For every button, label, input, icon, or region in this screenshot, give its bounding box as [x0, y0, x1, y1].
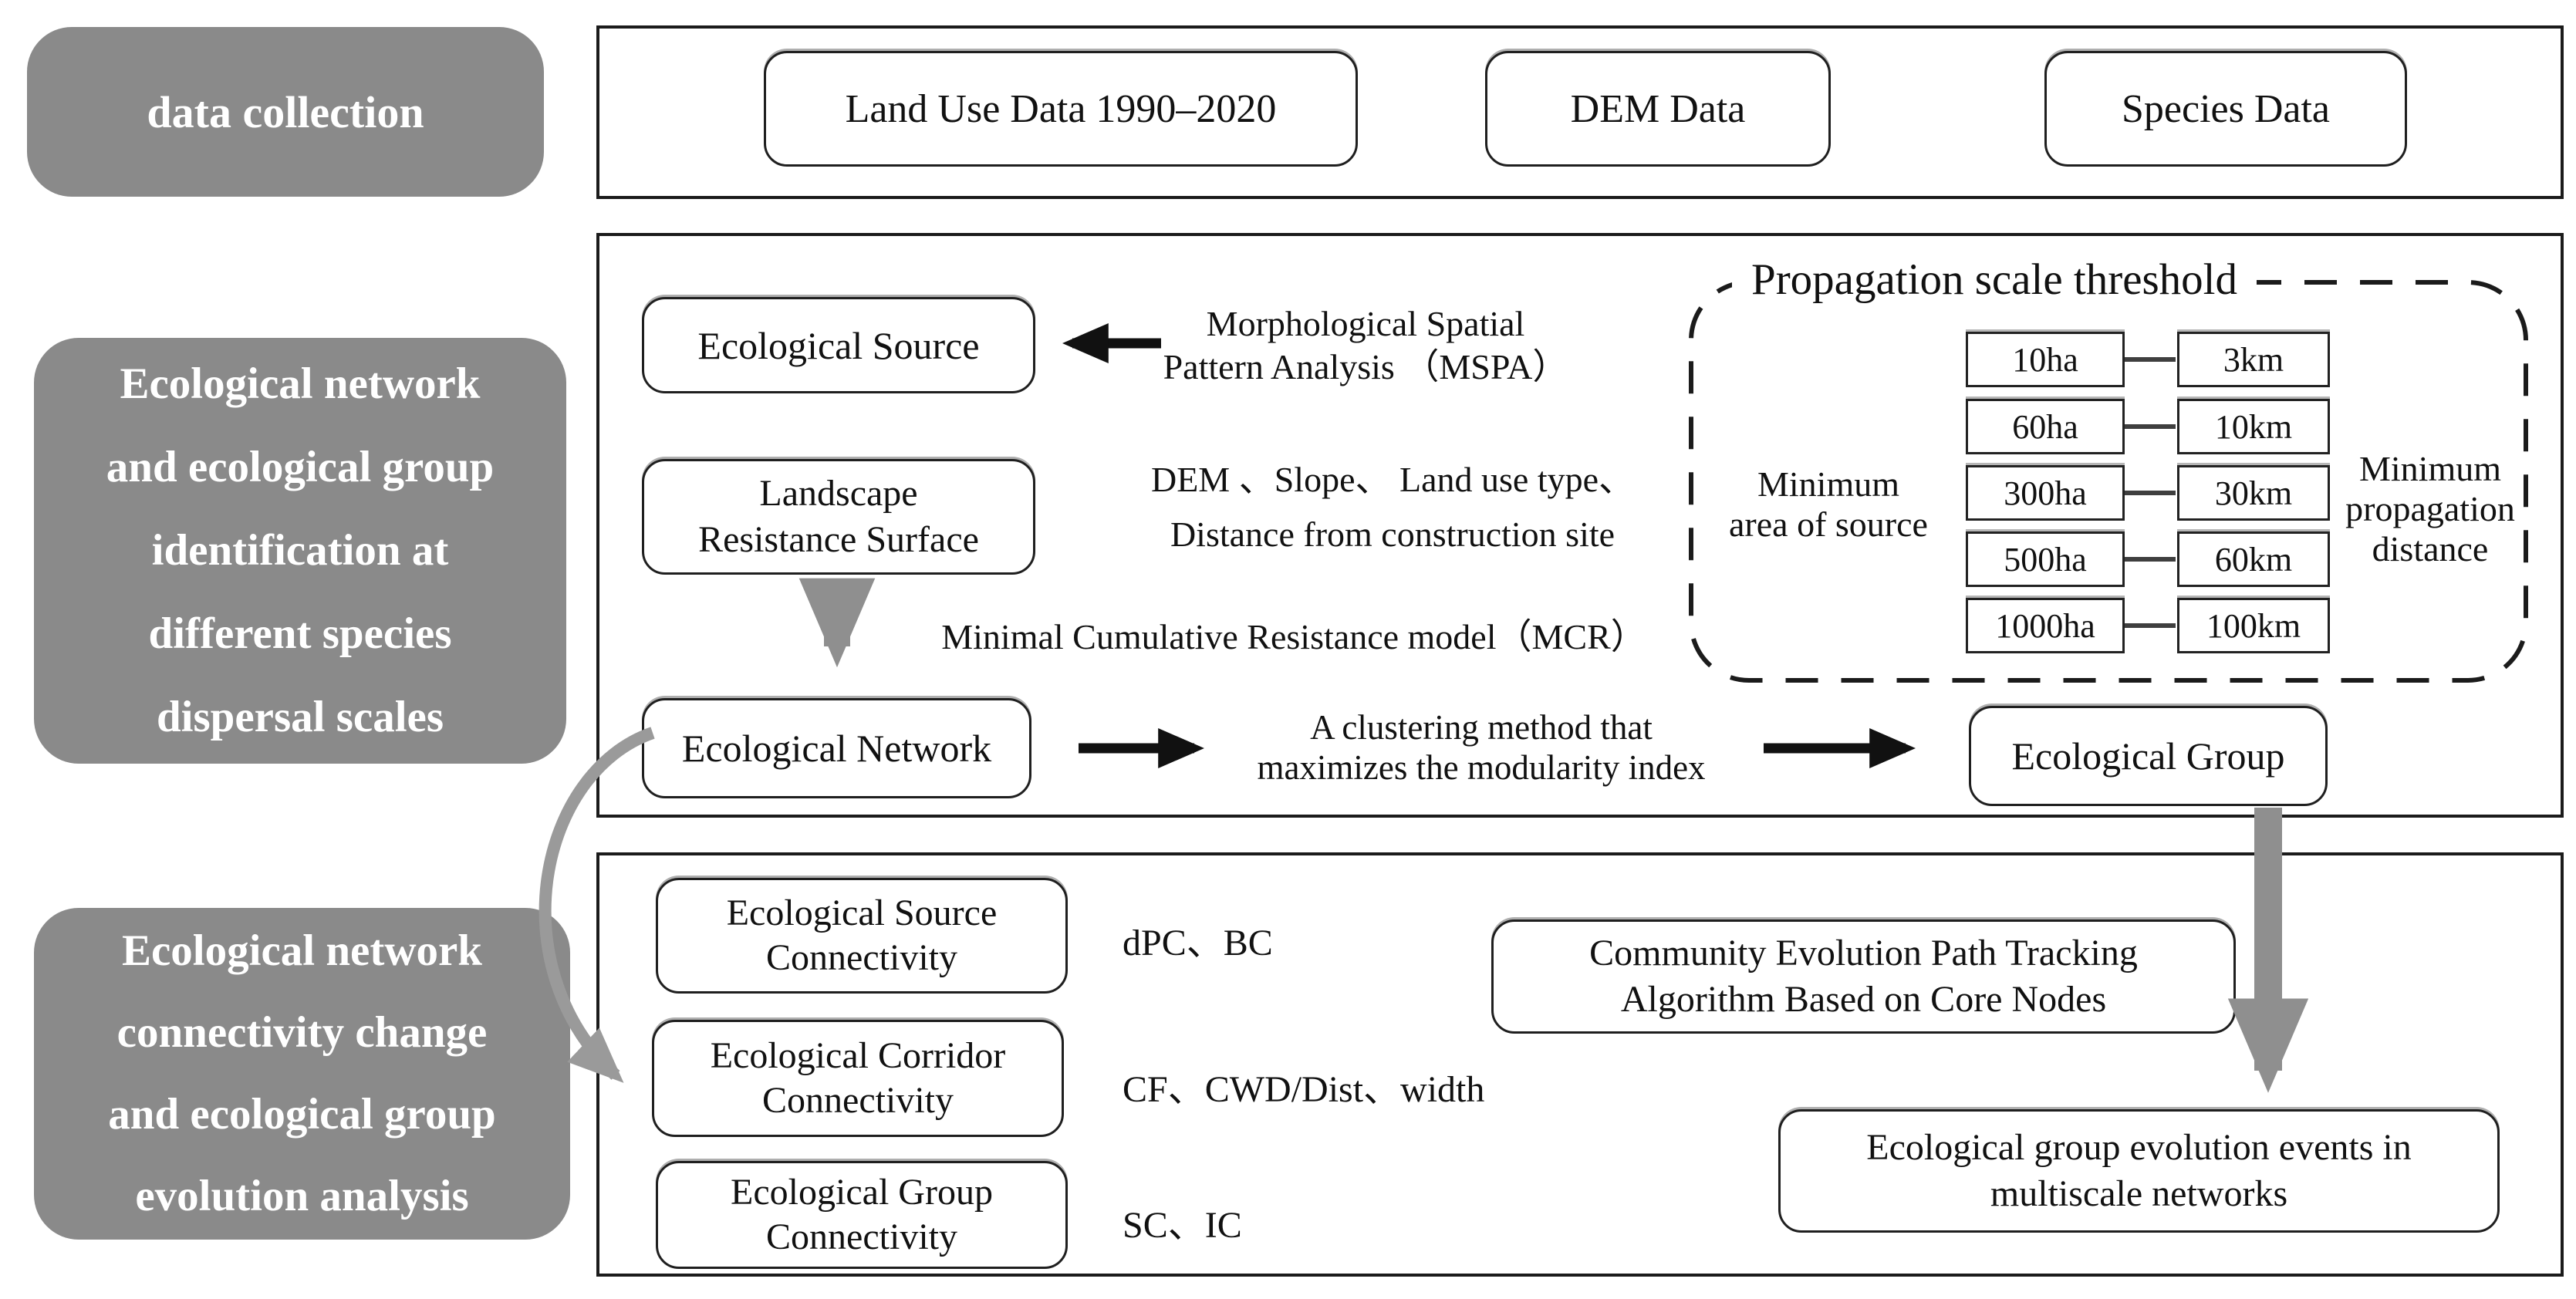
node-label: Ecological Network — [681, 727, 992, 770]
cell-value: 60km — [2214, 540, 2293, 579]
node-label-line: Ecological Group — [731, 1172, 993, 1213]
mspa-text: Morphological Spatial Pattern Analysis （… — [1103, 302, 1628, 389]
group-metrics: SC、IC — [1123, 1205, 1242, 1246]
node-label-line: Connectivity — [762, 1080, 954, 1121]
threshold-area-cell: 1000ha — [1966, 598, 2125, 653]
mspa-line: Morphological Spatial — [1206, 304, 1525, 343]
threshold-right-label: Minimum propagation distance — [2331, 449, 2529, 569]
node-source-connectivity: Ecological Source Connectivity — [656, 878, 1068, 994]
threshold-distance-cell: 100km — [2177, 598, 2330, 653]
threshold-area-cell: 10ha — [1966, 332, 2125, 387]
threshold-distance-cell: 3km — [2177, 332, 2330, 387]
node-ecological-network: Ecological Network — [642, 698, 1031, 798]
cell-value: 300ha — [2004, 474, 2087, 512]
threshold-right-label-line: propagation — [2345, 489, 2515, 528]
clustering-text: A clustering method that maximizes the m… — [1231, 707, 1732, 788]
node-label: Ecological Group — [2011, 734, 2285, 778]
node-label-line: Algorithm Based on Core Nodes — [1620, 979, 2107, 1020]
node-landscape-resistance-surface: Landscape Resistance Surface — [642, 459, 1035, 575]
clustering-line: A clustering method that — [1310, 708, 1653, 747]
cell-value: 60ha — [2012, 407, 2078, 446]
node-ecological-group: Ecological Group — [1969, 706, 2328, 806]
threshold-area-cell: 500ha — [1966, 531, 2125, 587]
stage-label-line: different species — [148, 609, 452, 658]
node-label-line: Landscape — [759, 473, 918, 514]
cell-value: 3km — [2223, 340, 2284, 379]
threshold-left-label-line: Minimum — [1757, 464, 1900, 504]
corridor-metrics: CF、CWD/Dist、width — [1123, 1069, 1485, 1110]
stage-label-line: and ecological group — [108, 1090, 496, 1139]
resistance-factors-line1: DEM 、Slope、 Land use type、 — [1150, 460, 1635, 499]
source-metrics: dPC、BC — [1123, 923, 1273, 963]
mcr-text: Minimal Cumulative Resistance model（MCR） — [941, 617, 1646, 656]
cell-value: 10ha — [2012, 340, 2078, 379]
threshold-right-label-line: distance — [2372, 529, 2489, 569]
node-corridor-connectivity: Ecological Corridor Connectivity — [652, 1020, 1064, 1137]
stage-label-identification: Ecological network and ecological group … — [34, 338, 566, 764]
node-label: DEM Data — [1570, 86, 1746, 131]
threshold-right-label-line: Minimum — [2358, 449, 2502, 488]
stage-label-line: data collection — [147, 86, 424, 137]
threshold-distance-cell: 60km — [2177, 531, 2330, 587]
cell-value: 1000ha — [1995, 606, 2095, 645]
node-label-line: Connectivity — [766, 937, 957, 978]
stage-label-line: identification at — [151, 526, 449, 575]
node-label-line: Community Evolution Path Tracking — [1589, 933, 2138, 973]
threshold-left-label: Minimum area of source — [1701, 464, 1956, 545]
stage-label-analysis: Ecological network connectivity change a… — [34, 908, 570, 1240]
stage-label-data-collection: data collection — [27, 27, 544, 197]
clustering-line: maximizes the modularity index — [1257, 748, 1706, 787]
stage-label-line: and ecological group — [106, 443, 495, 491]
threshold-area-cell: 300ha — [1966, 465, 2125, 521]
stage-label-line: evolution analysis — [135, 1172, 469, 1220]
resistance-factors-line2: Distance from construction site — [1170, 515, 1615, 554]
node-community-algorithm: Community Evolution Path Tracking Algori… — [1491, 919, 2236, 1034]
node-group-connectivity: Ecological Group Connectivity — [656, 1161, 1068, 1269]
node-ecological-source: Ecological Source — [642, 297, 1035, 393]
stage-label-line: Ecological network — [121, 926, 483, 975]
node-label-line: Connectivity — [766, 1216, 957, 1257]
stage-label-line: dispersal scales — [156, 693, 444, 741]
node-label-line: multiscale networks — [1990, 1173, 2288, 1214]
threshold-distance-cell: 30km — [2177, 465, 2330, 521]
node-label-line: Resistance Surface — [698, 519, 979, 560]
node-label: Ecological Source — [697, 323, 980, 367]
node-dem-data: DEM Data — [1485, 51, 1831, 167]
threshold-distance-cell: 10km — [2177, 399, 2330, 454]
cell-value: 10km — [2214, 407, 2293, 446]
threshold-area-cell: 60ha — [1966, 399, 2125, 454]
cell-value: 30km — [2214, 474, 2293, 512]
threshold-left-label-line: area of source — [1729, 504, 1928, 544]
node-evolution-events: Ecological group evolution events in mul… — [1778, 1109, 2500, 1233]
node-label: Land Use Data 1990–2020 — [845, 86, 1277, 131]
mspa-line: Pattern Analysis （MSPA） — [1163, 347, 1568, 386]
node-land-use-data: Land Use Data 1990–2020 — [764, 51, 1358, 167]
node-label-line: Ecological Source — [726, 892, 998, 933]
stage-label-line: Ecological network — [120, 359, 481, 408]
node-label-line: Ecological group evolution events in — [1866, 1127, 2412, 1168]
node-species-data: Species Data — [2044, 51, 2407, 167]
node-label: Species Data — [2121, 86, 2330, 131]
node-label-line: Ecological Corridor — [710, 1035, 1006, 1076]
cell-value: 500ha — [2004, 540, 2087, 579]
cell-value: 100km — [2206, 606, 2301, 645]
threshold-title: Propagation scale threshold — [1732, 255, 2257, 305]
stage-label-line: connectivity change — [116, 1008, 488, 1057]
